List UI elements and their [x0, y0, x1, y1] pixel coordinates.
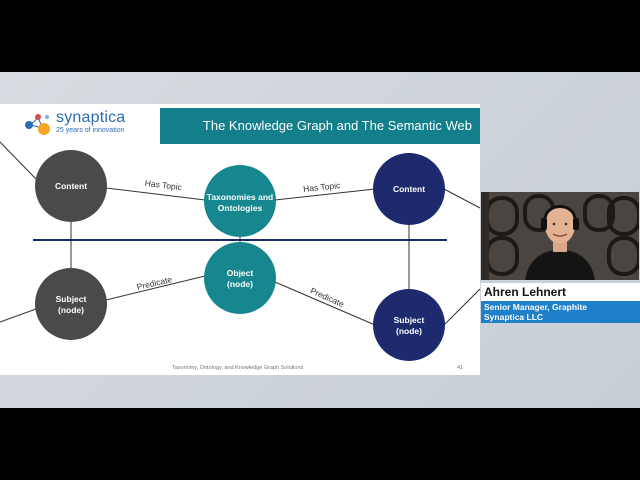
presenter-role-plate: Senior Manager, Graphite Synaptica LLC [481, 301, 640, 323]
knowledge-graph-diagram: Has Topic Has Topic Predicate Predicate … [0, 141, 480, 361]
edge-offscreen-top-left [0, 141, 37, 180]
presenter-name: Ahren Lehnert [484, 285, 567, 299]
slide-footer: Taxonomy, Ontology, and Knowledge Graph … [172, 365, 304, 371]
edge-offscreen-bottom-left [0, 308, 37, 323]
node-taxonomies-label-line2: Ontologies [218, 203, 263, 213]
node-subject-right-label-line1: Subject [394, 315, 425, 325]
letterbox-bottom [0, 408, 640, 480]
edge-subject-offscreen-right [443, 288, 480, 326]
node-subject-left-label-line1: Subject [56, 294, 87, 304]
edge-label-predicate-left: Predicate [136, 274, 174, 292]
node-content-right-label: Content [393, 184, 425, 194]
node-subject-left-label-line2: (node) [58, 305, 84, 315]
node-subject-left: Subject (node) [35, 268, 107, 340]
logo-tagline: 25 years of innovation [56, 127, 125, 134]
node-object-label-line2: (node) [227, 279, 253, 289]
node-object: Object (node) [204, 242, 276, 314]
edge-has-topic-left [105, 187, 206, 201]
edge-label-has-topic-left: Has Topic [144, 178, 183, 193]
edge-predicate-left [105, 275, 206, 301]
presenter-role-line2: Synaptica LLC [484, 312, 544, 322]
node-content-left-label: Content [55, 181, 87, 191]
presenter-webcam [481, 192, 639, 280]
slide-header-band: The Knowledge Graph and The Semantic Web [160, 108, 480, 144]
slide-page-number: 41 [457, 365, 464, 371]
node-subject-right-label-line2: (node) [396, 326, 422, 336]
node-content-left: Content [35, 150, 107, 222]
edge-predicate-right [274, 281, 376, 326]
node-object-label-line1: Object [227, 268, 254, 278]
synaptica-logo-icon [25, 114, 50, 135]
letterbox-top [0, 0, 640, 72]
edge-label-has-topic-right: Has Topic [303, 180, 342, 194]
node-taxonomies-label-line1: Taxonomies and [207, 192, 273, 202]
edge-content-offscreen-right [443, 188, 480, 209]
node-taxonomies-ontologies: Taxonomies and Ontologies [204, 165, 276, 237]
presenter-name-plate: Ahren Lehnert [481, 283, 640, 301]
logo-wordmark: synaptica [56, 109, 126, 126]
edge-has-topic-right [274, 188, 376, 201]
synaptica-logo: synaptica 25 years of innovation [22, 109, 162, 139]
presentation-slide: synaptica 25 years of innovation The Kno… [0, 104, 480, 375]
edge-label-predicate-right: Predicate [309, 285, 346, 309]
node-content-right: Content [373, 153, 445, 225]
slide-title: The Knowledge Graph and The Semantic Web [202, 118, 472, 133]
webcam-scene [481, 192, 639, 280]
presenter-role-line1: Senior Manager, Graphite [484, 302, 587, 312]
node-subject-right: Subject (node) [373, 289, 445, 361]
